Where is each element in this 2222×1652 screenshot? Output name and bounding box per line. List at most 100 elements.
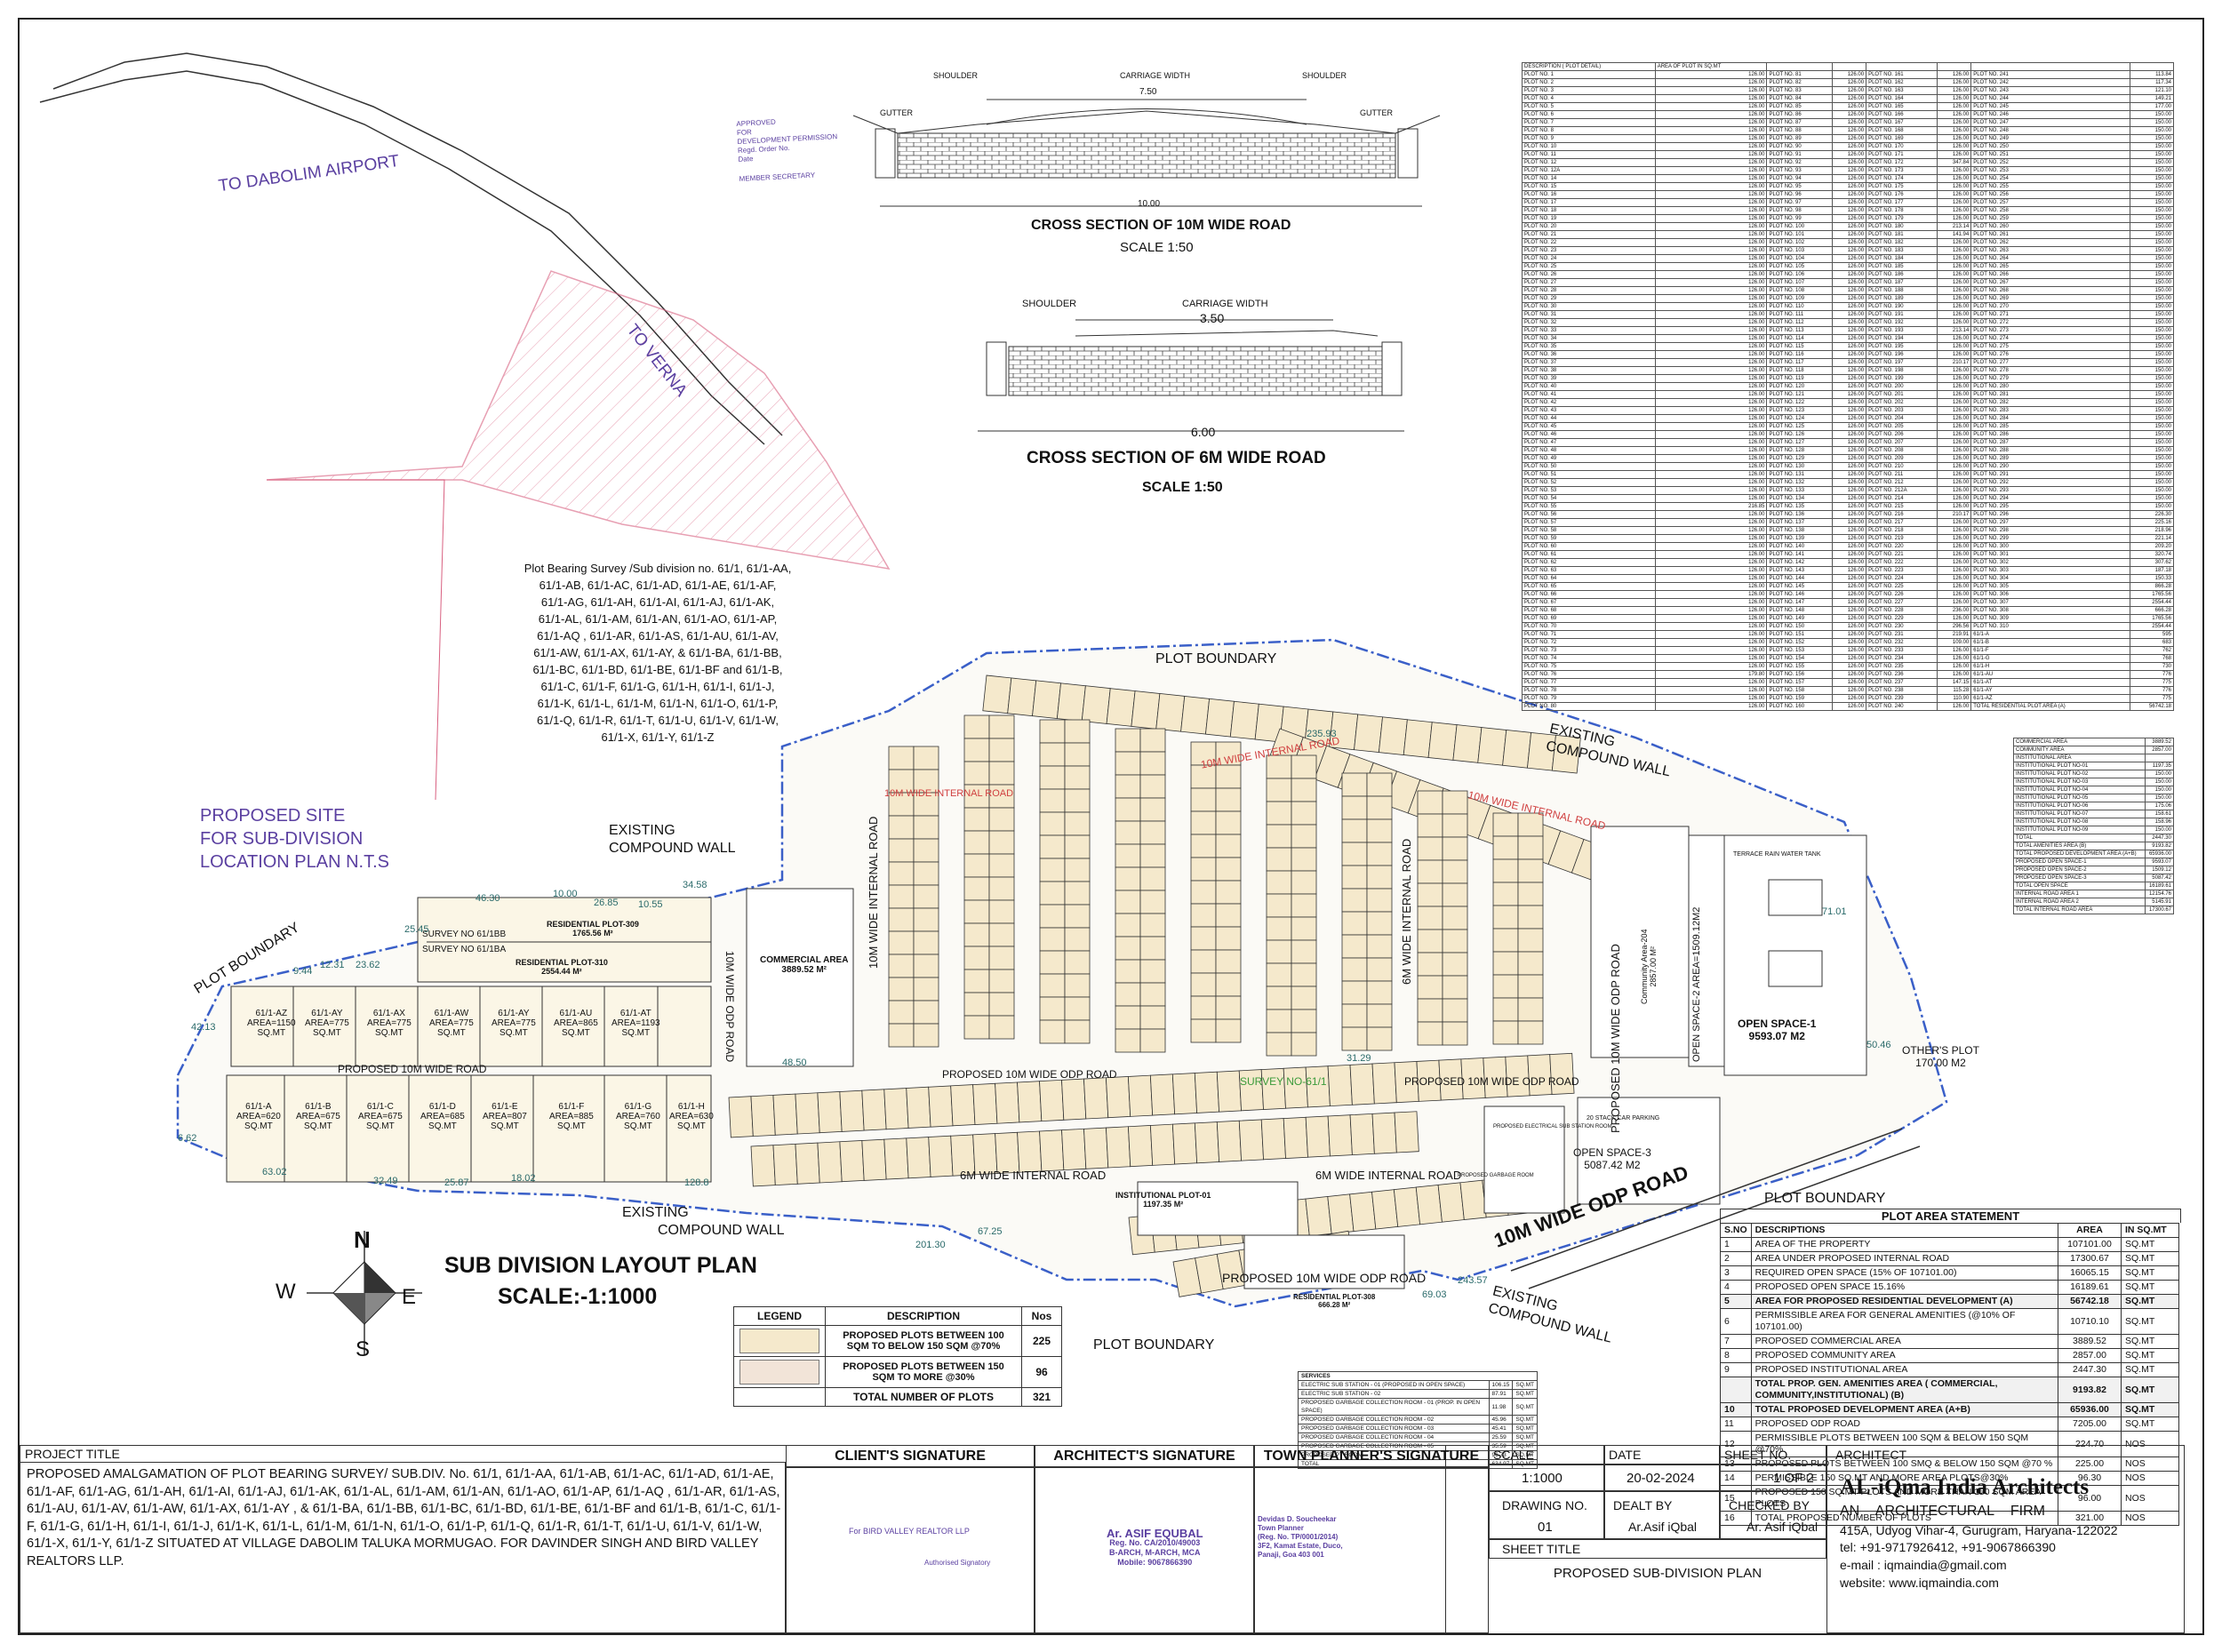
- plot-table-cell: 150.00: [2129, 478, 2175, 487]
- plot-table-cell: PLOT NO. 218: [1866, 526, 1938, 535]
- plot-table-cell: 126.00: [1936, 246, 1972, 255]
- dimension-label: 71.01: [1822, 906, 1847, 917]
- car-parking: 20 STACK CAR PARKING: [1587, 1115, 1660, 1121]
- plot-table-cell: 150.00: [2129, 454, 2175, 463]
- plot-block: [1266, 754, 1317, 1057]
- plot-table-cell: PLOT NO. 106: [1766, 270, 1833, 279]
- plot-table-cell: 126.00: [1831, 502, 1867, 511]
- plot-cell: [1452, 724, 1483, 763]
- cross-section-10m: [852, 99, 1441, 207]
- plot-table-cell: PLOT NO. 62: [1522, 558, 1656, 567]
- plot-table-cell: 126.00: [1936, 278, 1972, 287]
- plot-table-cell: PLOT NO. 268: [1970, 286, 2130, 295]
- plot-table-cell: PLOT NO. 79: [1522, 694, 1656, 703]
- mixed-plot-area: AREA=620: [236, 1112, 281, 1121]
- plot-bearing-note-line: 61/1-AW, 61/1-AX, 61/1-AY, & 61/1-BA, 61…: [533, 646, 782, 659]
- plot-cell: [1127, 1125, 1154, 1168]
- plot-cell: [1417, 859, 1443, 884]
- plot-table-cell: PLOT NO. 59: [1522, 534, 1656, 543]
- plot-table-cell: 126.00: [1936, 182, 1972, 191]
- plot-table-cell: PLOT NO. 167: [1866, 118, 1938, 127]
- plot-cell: [1492, 928, 1519, 953]
- mixed-plot-id: 61/1-B: [305, 1102, 332, 1112]
- plot-table-cell: 150.00: [2129, 470, 2175, 479]
- open-space-3-name: OPEN SPACE-3: [1573, 1146, 1651, 1159]
- plot-table-cell: PLOT NO. 277: [1970, 358, 2130, 367]
- plot-table-cell: 126.00: [1831, 246, 1867, 255]
- sheetno-cell: [1720, 1445, 1826, 1464]
- plot-table-cell: 150.00: [2129, 414, 2175, 423]
- plot-table-cell: 126.00: [1654, 542, 1768, 551]
- plot-table-cell: PLOT NO. 123: [1766, 406, 1833, 415]
- area-statement-cell: SQ.MT: [2121, 1251, 2179, 1266]
- plot-table-cell: PLOT NO. 9: [1522, 134, 1656, 143]
- plot-cell: [1039, 719, 1066, 744]
- plot-table-cell: 126.00: [1831, 222, 1867, 231]
- plot-cell: [1305, 1115, 1331, 1158]
- plot-cell: [963, 761, 990, 786]
- plot-cell: [817, 1091, 843, 1134]
- plot-table-cell: PLOT NO. 137: [1766, 518, 1833, 527]
- plot-table-cell: PLOT NO. 300: [1970, 542, 2130, 551]
- plot-cell: [1190, 787, 1217, 812]
- plot-table-cell: 126.00: [1831, 550, 1867, 559]
- plot-table-cell: PLOT NO. 220: [1866, 542, 1938, 551]
- plot-table-cell: 150.00: [2129, 446, 2175, 455]
- plot-table-cell: 126.00: [1831, 150, 1867, 159]
- plot-table-cell: 126.00: [1936, 438, 1972, 447]
- plot-table-cell: PLOT NO. 267: [1970, 278, 2130, 287]
- plot-table-cell: 126.00: [1936, 302, 1972, 311]
- area-statement-cell: AREA FOR PROPOSED RESIDENTIAL DEVELOPMEN…: [1750, 1294, 2059, 1309]
- plot-table-cell: 126.00: [1831, 518, 1867, 527]
- plot-table-cell: 126.00: [1654, 286, 1768, 295]
- plot-cell: [982, 674, 1012, 714]
- plot-table-cell: PLOT NO. 111: [1766, 310, 1833, 319]
- dim-10: 10.00: [1138, 199, 1161, 209]
- plot-cell: [963, 899, 990, 924]
- plot-table-cell: PLOT NO. 307: [1970, 598, 2130, 607]
- plot-table-cell: 150.00: [2129, 238, 2175, 247]
- plot-table-cell: 126.00: [1936, 206, 1972, 215]
- plot-cell: [963, 1015, 990, 1040]
- compass-west: W: [276, 1280, 296, 1304]
- plot-table-cell: 150.00: [2129, 438, 2175, 447]
- plot-table-cell: 150.00: [2129, 318, 2175, 327]
- plot-cell: [1517, 928, 1544, 953]
- section-6m-title: CROSS SECTION OF 6M WIDE ROAD: [1027, 449, 1326, 467]
- plot-cell: [1366, 795, 1393, 820]
- services-cell: SQ.MT: [1512, 1433, 1538, 1442]
- plot-table-cell: PLOT NO. 140: [1766, 542, 1833, 551]
- plot-table-cell: PLOT NO. 54: [1522, 494, 1656, 503]
- plot-table-cell: PLOT NO. 138: [1766, 526, 1833, 535]
- plot-cell: [1064, 811, 1091, 836]
- dimension-label: 25.45: [404, 924, 429, 935]
- services-cell: PROPOSED GARBAGE COLLECTION ROOM - 01 (P…: [1298, 1398, 1490, 1416]
- plot-cell: [1341, 911, 1368, 936]
- plot-table-cell: PLOT NO. 89: [1766, 134, 1833, 143]
- plot-cell: [963, 714, 990, 739]
- plot-table-cell: 218.96: [2129, 526, 2175, 535]
- plot-cell: [1442, 859, 1468, 884]
- plot-table-cell: PLOT NO. 142: [1766, 558, 1833, 567]
- area-statement-cell: PROPOSED COMMUNITY AREA: [1750, 1348, 2059, 1363]
- plot-table-h1: DESCRIPTION ( PLOT DETAIL): [1522, 62, 1656, 71]
- plot-cell: [1215, 741, 1242, 766]
- plot-cell: [1064, 834, 1091, 859]
- plot-table-cell: PLOT NO. 198: [1866, 366, 1938, 375]
- plot-table-cell: 126.00: [1831, 198, 1867, 207]
- plot-table-cell: 117.34: [2129, 78, 2175, 87]
- plot-table-cell: 126.00: [1831, 414, 1867, 423]
- plot-cell: [1341, 1026, 1368, 1051]
- plot-table-cell: PLOT NO. 193: [1866, 326, 1938, 335]
- date-value-cell: [1604, 1464, 1720, 1491]
